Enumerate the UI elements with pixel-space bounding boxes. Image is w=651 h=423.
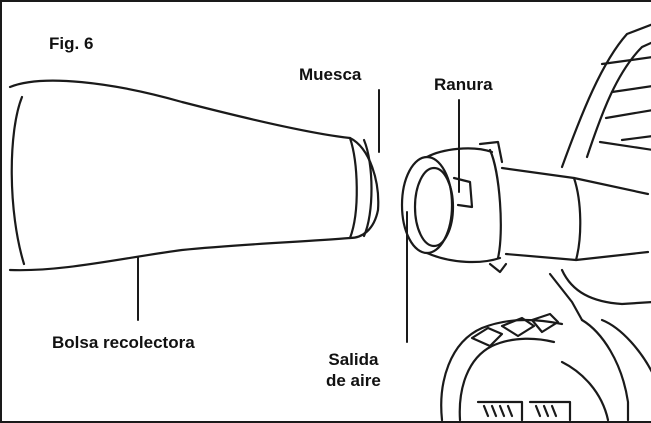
notch-label: Muesca xyxy=(299,65,362,84)
air-outlet-drawing xyxy=(400,140,650,274)
blower-body-drawing xyxy=(440,23,651,421)
air-outlet-label-line1: Salida xyxy=(328,350,379,369)
collection-bag-drawing xyxy=(8,79,380,272)
air-outlet-label: Salida de aire xyxy=(326,349,381,392)
slot-label: Ranura xyxy=(434,75,493,94)
collection-bag-label: Bolsa recolectora xyxy=(52,333,195,352)
air-outlet-label-line2: de aire xyxy=(326,371,381,391)
figure-number-label: Fig. 6 xyxy=(49,34,94,53)
